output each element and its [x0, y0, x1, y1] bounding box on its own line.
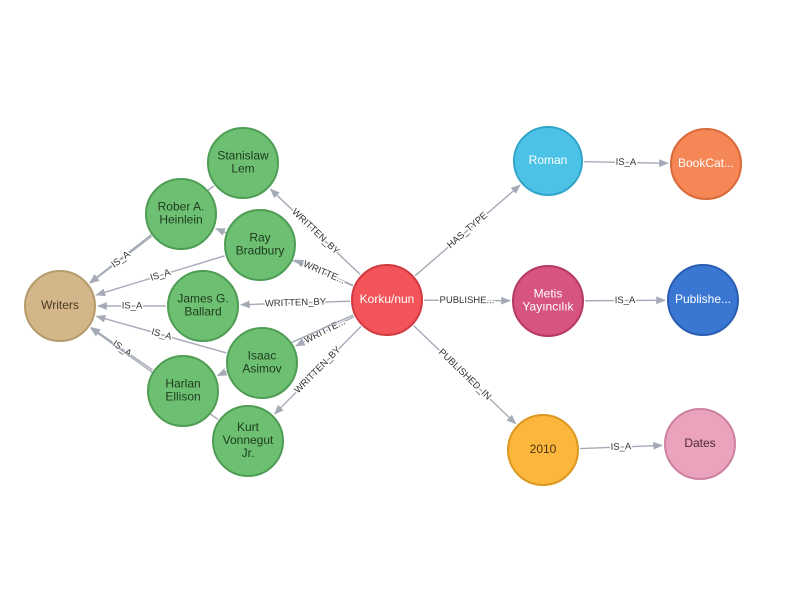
- node-circle[interactable]: [212, 405, 284, 477]
- node-circle[interactable]: [207, 127, 279, 199]
- edge-korku-ballard[interactable]: WRITTEN_BY: [240, 295, 351, 311]
- node-label: Vonnegut: [223, 433, 274, 447]
- node-circle[interactable]: [24, 270, 96, 342]
- edge-line[interactable]: [579, 441, 664, 450]
- node-label: BookCat...: [678, 156, 734, 170]
- edge-label: PUBLISHED_IN: [436, 347, 493, 403]
- node-label: Bradbury: [236, 244, 285, 258]
- node-ballard[interactable]: James G.Ballard: [167, 270, 239, 342]
- edge-roman-bookcat[interactable]: IS_A: [583, 155, 669, 170]
- node-circle[interactable]: [507, 414, 579, 486]
- node-label: Kurt: [237, 420, 260, 434]
- edge-label: WRITTE...: [301, 259, 346, 287]
- node-writers[interactable]: Writers: [24, 270, 96, 342]
- node-label: Ellison: [165, 390, 200, 404]
- node-bookcat[interactable]: BookCat...: [670, 128, 742, 200]
- edge-line[interactable]: [273, 325, 362, 415]
- node-publisher[interactable]: Publishe...: [667, 264, 739, 336]
- edge-label: IS_A: [615, 295, 636, 306]
- node-label: Heinlein: [159, 213, 202, 227]
- edge-ellison-writers[interactable]: IS_A: [90, 327, 153, 371]
- node-label: Writers: [41, 298, 79, 312]
- edge-label: PUBLISHE...: [440, 295, 495, 306]
- edge-line[interactable]: [583, 159, 669, 168]
- node-korku[interactable]: Korku/nun: [351, 264, 423, 336]
- edge-label: WRITTEN_BY: [265, 296, 327, 309]
- node-label: Asimov: [242, 362, 281, 376]
- node-circle[interactable]: [224, 209, 296, 281]
- edge-line[interactable]: [240, 300, 351, 309]
- node-label: Ballard: [184, 305, 221, 319]
- edge-line[interactable]: [90, 327, 153, 371]
- edge-label: IS_A: [616, 157, 637, 168]
- edge-label: HAS_TYPE: [445, 210, 490, 251]
- edge-line[interactable]: [584, 296, 666, 305]
- edge-line[interactable]: [413, 325, 517, 425]
- node-label: Lem: [231, 162, 254, 176]
- edge-korku-roman[interactable]: HAS_TYPE: [414, 184, 521, 277]
- edge-ballard-writers[interactable]: IS_A: [97, 299, 166, 313]
- edge-label: WRITTEN_BY: [292, 344, 343, 396]
- node-label: Publishe...: [675, 292, 731, 306]
- node-label: Stanislaw: [217, 149, 269, 163]
- edge-line[interactable]: [423, 296, 511, 305]
- edge-korku-metis[interactable]: PUBLISHE...: [423, 293, 511, 308]
- edge-heinlein-writers[interactable]: IS_A: [89, 235, 152, 284]
- node-heinlein[interactable]: Rober A.Heinlein: [145, 178, 217, 250]
- node-dates[interactable]: Dates: [664, 408, 736, 480]
- edge-label: WRITTEN_BY: [289, 207, 341, 258]
- edge-line[interactable]: [89, 235, 152, 284]
- node-circle[interactable]: [167, 270, 239, 342]
- edge-label: IS_A: [610, 441, 632, 453]
- node-label: Metis: [534, 287, 563, 301]
- edge-line[interactable]: [269, 188, 361, 276]
- node-label: James G.: [177, 292, 228, 306]
- edge-label: IS_A: [150, 327, 173, 343]
- edge-line[interactable]: [295, 316, 355, 347]
- edge-korku-y2010[interactable]: PUBLISHED_IN: [413, 325, 517, 425]
- node-circle[interactable]: [145, 178, 217, 250]
- node-roman[interactable]: Roman: [513, 126, 583, 196]
- node-circle[interactable]: [351, 264, 423, 336]
- node-circle[interactable]: [664, 408, 736, 480]
- node-label: Ray: [249, 231, 270, 245]
- edge-label: IS_A: [122, 301, 143, 312]
- node-label: 2010: [530, 442, 557, 456]
- node-label: Roman: [529, 153, 568, 167]
- node-circle[interactable]: [513, 126, 583, 196]
- node-circle[interactable]: [226, 327, 298, 399]
- edge-label: IS_A: [149, 267, 173, 284]
- node-label: Yayıncılık: [522, 300, 574, 314]
- node-circle[interactable]: [667, 264, 739, 336]
- edge-line[interactable]: [414, 184, 521, 277]
- node-label: Korku/nun: [360, 292, 415, 306]
- node-circle[interactable]: [147, 355, 219, 427]
- node-y2010[interactable]: 2010: [507, 414, 579, 486]
- edge-line[interactable]: [95, 255, 225, 297]
- node-label: Rober A.: [158, 200, 205, 214]
- node-label: Jr.: [242, 446, 255, 460]
- edge-y2010-dates[interactable]: IS_A: [579, 440, 664, 454]
- node-circle[interactable]: [512, 265, 584, 337]
- edge-metis-publisher[interactable]: IS_A: [584, 293, 666, 308]
- edge-line[interactable]: [95, 314, 227, 354]
- edge-line[interactable]: [293, 259, 354, 286]
- node-circle[interactable]: [670, 128, 742, 200]
- node-label: Isaac: [248, 349, 277, 363]
- node-label: Dates: [684, 436, 715, 450]
- node-label: Harlan: [165, 377, 200, 391]
